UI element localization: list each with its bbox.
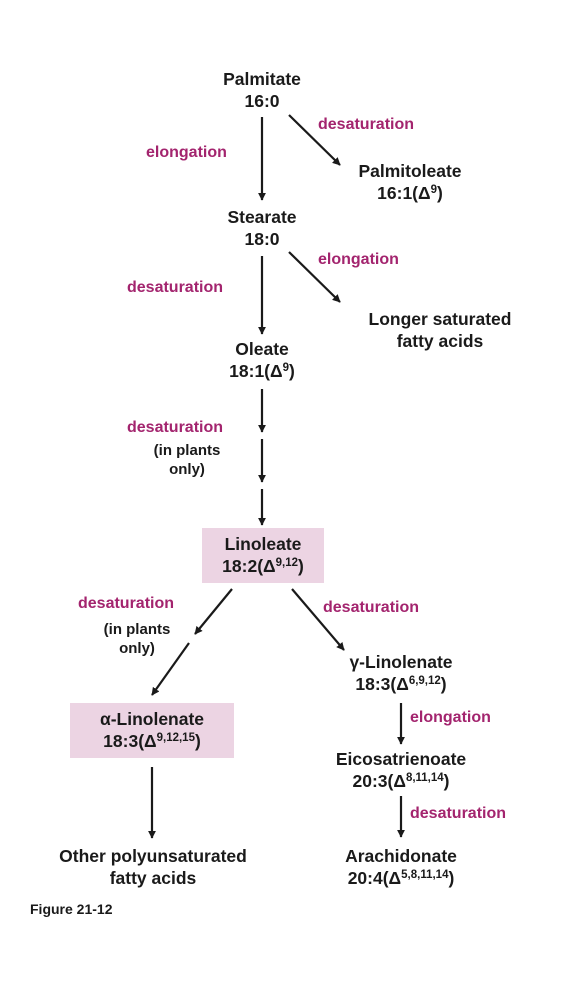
palmitoleate-name: Palmitoleate <box>358 161 462 181</box>
node-eicosatrienoate: Eicosatrienoate 20:3(Δ8,11,14) <box>311 748 491 792</box>
linoleate-formula: 18:2(Δ9,12) <box>222 556 304 576</box>
node-palmitate: Palmitate 16:0 <box>212 68 312 112</box>
node-gamma-linolenate: γ-Linolenate 18:3(Δ6,9,12) <box>316 651 486 695</box>
label-elongation-stearate: elongation <box>318 251 399 268</box>
figure-caption: Figure 21-12 <box>30 901 113 917</box>
stearate-name: Stearate <box>227 207 297 227</box>
node-longer-saturated: Longer saturated fatty acids <box>330 308 550 352</box>
stearate-formula: 18:0 <box>244 229 280 249</box>
label-desaturation-palmitate: desaturation <box>318 116 415 133</box>
label-desaturation-eicosatrienoate: desaturation <box>410 805 507 822</box>
note-in-plants-alpha: (in plants only) <box>103 621 171 657</box>
longer-saturated-line1: Longer saturated <box>368 309 512 329</box>
gamma-linolenate-formula: 18:3(Δ6,9,12) <box>355 674 447 694</box>
arachidonate-formula: 20:4(Δ5,8,11,14) <box>347 868 455 888</box>
arrow-linoleate-alpha-2 <box>151 642 190 696</box>
arrow-linoleate-alpha-1 <box>194 588 233 635</box>
node-palmitoleate: Palmitoleate 16:1(Δ9) <box>335 160 485 204</box>
node-alpha-linolenate: α-Linolenate 18:3(Δ9,12,15) <box>70 703 234 758</box>
other-polyunsaturated-line2: fatty acids <box>109 868 197 888</box>
label-elongation-palmitate: elongation <box>146 144 227 161</box>
gamma-linolenate-name: γ-Linolenate <box>349 652 453 672</box>
oleate-formula: 18:1(Δ9) <box>229 361 295 381</box>
node-other-polyunsaturated: Other polyunsaturated fatty acids <box>18 845 288 889</box>
node-oleate: Oleate 18:1(Δ9) <box>197 338 327 382</box>
node-linoleate: Linoleate 18:2(Δ9,12) <box>202 528 324 583</box>
palmitate-name: Palmitate <box>223 69 301 89</box>
palmitoleate-formula: 16:1(Δ9) <box>377 183 443 203</box>
note-in-plants-oleate: (in plants only) <box>153 442 221 478</box>
arrow-palmitate-palmitoleate <box>288 114 341 166</box>
oleate-name: Oleate <box>235 339 289 359</box>
label-desaturation-stearate: desaturation <box>127 279 224 296</box>
longer-saturated-line2: fatty acids <box>396 331 484 351</box>
node-arachidonate: Arachidonate 20:4(Δ5,8,11,14) <box>311 845 491 889</box>
label-elongation-gamma: elongation <box>410 709 491 726</box>
label-desaturation-oleate: desaturation <box>127 419 224 436</box>
alpha-linolenate-formula: 18:3(Δ9,12,15) <box>103 731 201 751</box>
label-desaturation-gamma: desaturation <box>323 599 420 616</box>
palmitate-formula: 16:0 <box>244 91 280 111</box>
linoleate-name: Linoleate <box>224 534 302 554</box>
alpha-linolenate-name: α-Linolenate <box>99 709 205 729</box>
label-desaturation-alpha: desaturation <box>78 595 175 612</box>
eicosatrienoate-formula: 20:3(Δ8,11,14) <box>352 771 450 791</box>
eicosatrienoate-name: Eicosatrienoate <box>335 749 467 769</box>
arrow-stearate-longer <box>288 251 341 303</box>
arrow-linoleate-gamma <box>291 588 345 651</box>
node-stearate: Stearate 18:0 <box>212 206 312 250</box>
other-polyunsaturated-line1: Other polyunsaturated <box>59 846 247 866</box>
arachidonate-name: Arachidonate <box>345 846 457 866</box>
